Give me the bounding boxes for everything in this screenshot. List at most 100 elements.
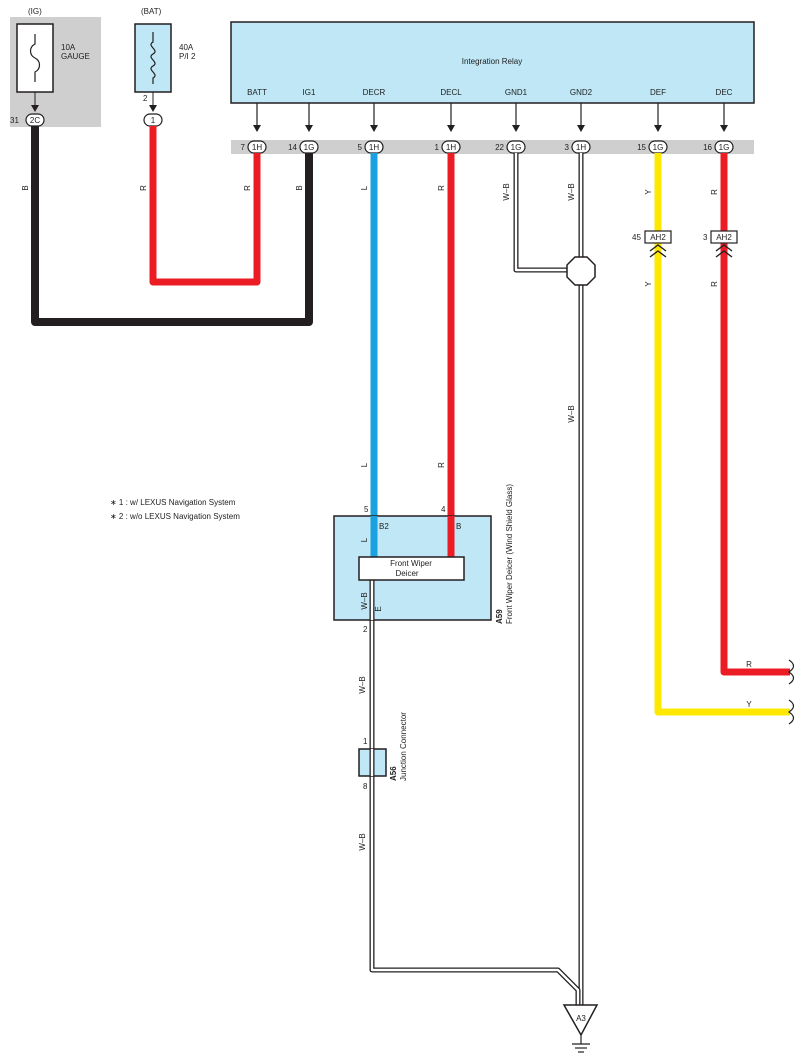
relay-terminal-pin: 16 [703, 143, 712, 152]
junction-pin-top: 1 [363, 737, 368, 746]
deicer-pin-b2-number: 5 [364, 505, 369, 514]
relay-terminal-pin: 15 [637, 143, 646, 152]
bat-source-label: (BAT) [141, 7, 162, 16]
deicer-wire-wb: W–B [360, 592, 369, 609]
wire-label-l-decr: L [360, 185, 369, 190]
wire-wb-gnd1 [513, 153, 570, 273]
ah2-connector-def [644, 230, 672, 244]
bat-fuse-pin: 2 [143, 94, 148, 103]
relay-terminal-connector-label: 1H [369, 143, 379, 152]
relay-terminal-pin: 22 [495, 143, 504, 152]
deicer-component-line1: Front Wiper [390, 559, 432, 568]
bat-fuse-connector-label: 1 [151, 116, 156, 125]
relay-terminal-arrow-icon [512, 125, 520, 132]
ground-label: A3 [576, 1014, 586, 1023]
relay-terminal-arrow-icon [370, 125, 378, 132]
bat-fuse-rating: 40A [179, 43, 194, 52]
deicer-code: A59 [495, 609, 504, 624]
ah2-dec-chevron-icon [715, 244, 733, 258]
wire-y-def [654, 153, 790, 716]
relay-terminal-name: GND2 [570, 88, 593, 97]
wire-r-bat [149, 126, 261, 286]
relay-terminal-name: BATT [247, 88, 267, 97]
relay-terminal-connector-label: 1H [576, 143, 586, 152]
ig-fuse-rating: 10A [61, 43, 76, 52]
relay-terminal-arrow-icon [577, 125, 585, 132]
relay-terminal-connector-label: 1G [653, 143, 664, 152]
ig-fuse-pin: 31 [10, 116, 19, 125]
wire-label-b-ig: B [21, 185, 30, 190]
wire-label-r-dec-low: R [710, 281, 719, 287]
wire-label-wb-gnd2: W–B [567, 183, 576, 200]
deicer-pin-e: E [374, 606, 383, 611]
wire-label-b-ig1: B [295, 185, 304, 190]
relay-terminal-connector-label: 1G [304, 143, 315, 152]
wire-label-wb-gnd-mid: W–B [567, 405, 576, 422]
relay-terminal-pin: 14 [288, 143, 297, 152]
wire-wb-gnd1-core [514, 153, 570, 272]
relay-terminal-connector-label: 1H [446, 143, 456, 152]
junction-pin-bottom: 8 [363, 782, 368, 791]
deicer-description: Front Wiper Deicer (Wind Shield Glass) [505, 484, 514, 624]
splice-point-icon [566, 256, 596, 286]
ah2-connector-dec [710, 230, 738, 244]
relay-terminal-arrow-icon [720, 125, 728, 132]
wire-label-wb-a56-top: W–B [358, 676, 367, 693]
wire-label-r-bat: R [139, 185, 148, 191]
ground-triangle [562, 1004, 599, 1037]
relay-terminal-arrow-icon [305, 125, 313, 132]
wire-label-y-def: Y [644, 189, 653, 195]
relay-terminal-connector-label: 1H [252, 143, 262, 152]
wire-label-y-out: Y [746, 700, 752, 709]
note-2: ∗ 2 : w/o LEXUS Navigation System [110, 512, 240, 521]
deicer-pin-b-number: 4 [441, 505, 446, 514]
junction-code: A56 [389, 766, 398, 781]
bat-fuse-arrow-icon [149, 105, 157, 112]
ah2-connector-def-pin: 45 [632, 233, 641, 242]
relay-terminal-name: GND1 [505, 88, 528, 97]
relay-terminal-name: DECR [363, 88, 386, 97]
ig-fuse-connector-label: 2C [30, 116, 40, 125]
wire-r-dec [720, 153, 790, 676]
ah2-connector-dec-label: AH2 [716, 233, 732, 242]
relay-terminal-pin: 7 [241, 143, 246, 152]
wire-b-ig [31, 126, 313, 326]
ig-fuse-arrow-icon [31, 105, 39, 112]
wire-label-l-decr-low: L [360, 462, 369, 467]
relay-terminal-pin: 1 [435, 143, 440, 152]
relay-terminal-arrow-icon [447, 125, 455, 132]
wire-label-r-dec: R [710, 189, 719, 195]
deicer-component-line2: Deicer [395, 569, 418, 578]
relay-terminal-name: DEC [716, 88, 733, 97]
integration-relay-title: Integration Relay [462, 57, 522, 66]
deicer-component-box [358, 556, 465, 581]
ig-source-label: (IG) [28, 7, 42, 16]
ah2-connector-def-label: AH2 [650, 233, 666, 242]
bat-fuse-name: P/I 2 [179, 52, 196, 61]
wire-break-y-icon [787, 699, 795, 725]
ah2-connector-dec-pin: 3 [703, 233, 708, 242]
wire-label-wb-gnd1: W–B [502, 183, 511, 200]
wire-break-r-icon [787, 659, 795, 685]
deicer-pin-b: B [456, 522, 461, 531]
ig-fuse-icon [29, 34, 41, 82]
wire-label-r-batt: R [243, 185, 252, 191]
bat-fuse-icon [150, 32, 156, 84]
wire-label-wb-a56-bot: W–B [358, 833, 367, 850]
relay-terminal-name: DECL [440, 88, 462, 97]
deicer-pin-b2: B2 [379, 522, 389, 531]
wire-label-r-decl-low: R [437, 462, 446, 468]
wire-wb-deicer [369, 620, 581, 1005]
wire-label-y-def-low: Y [644, 281, 653, 287]
relay-terminal-pin: 3 [565, 143, 570, 152]
relay-terminal-arrow-icon [253, 125, 261, 132]
relay-terminal-connector-label: 1G [719, 143, 730, 152]
wire-label-r-out: R [746, 660, 752, 669]
junction-description: Junction Connector [399, 712, 408, 781]
relay-terminal-arrow-icon [654, 125, 662, 132]
relay-connector-strip [231, 140, 754, 154]
ig-fuse-name: GAUGE [61, 52, 90, 61]
deicer-pin-e-number: 2 [363, 625, 368, 634]
relay-terminal-name: DEF [650, 88, 666, 97]
